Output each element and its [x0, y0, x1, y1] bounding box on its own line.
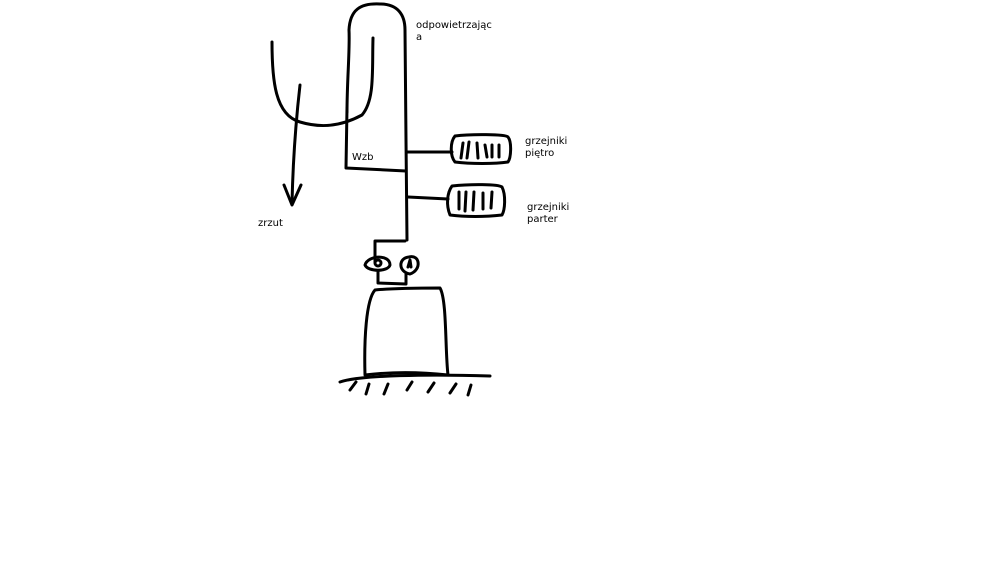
discharge-pipe — [290, 83, 302, 205]
vent-pipe — [345, 2, 409, 242]
pump-right-icon — [399, 255, 420, 276]
radiator-upper — [449, 133, 513, 165]
overflow-u-pipe — [270, 36, 375, 128]
radiator-ground-connection — [406, 195, 450, 201]
boiler — [363, 286, 450, 377]
ground-hatching — [348, 380, 473, 397]
pump-bypass — [373, 239, 407, 264]
label-vent-pipe: odpowietrzając a — [416, 20, 492, 43]
ground-line — [338, 373, 492, 384]
label-radiators-upper: grzejniki piętro — [525, 136, 568, 159]
radiator-ground — [446, 183, 507, 218]
label-radiators-ground: grzejniki parter — [527, 202, 570, 225]
wzb-pipe — [344, 106, 408, 173]
arrow-head-icon — [282, 183, 303, 207]
pump-left-icon — [363, 255, 392, 272]
label-wzb: Wzb — [352, 152, 374, 163]
label-discharge: zrzut — [258, 218, 283, 229]
